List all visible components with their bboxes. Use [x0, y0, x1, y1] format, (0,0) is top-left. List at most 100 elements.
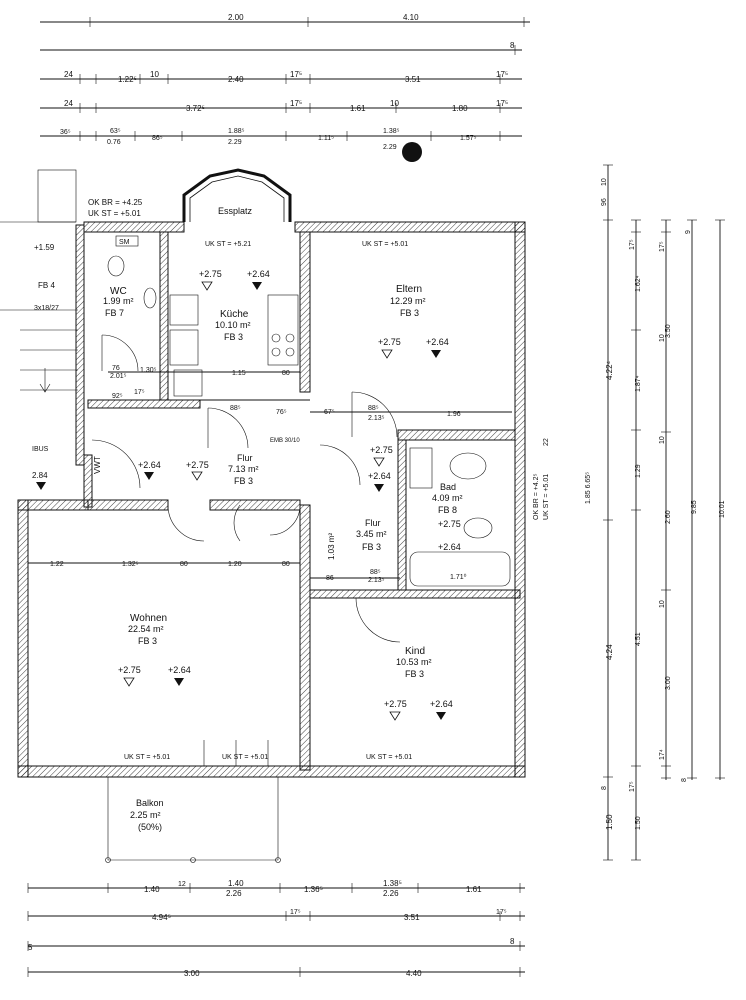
dim-bottom-1c: 1.40: [228, 879, 244, 888]
dim-top-5h: 1.38⁵: [383, 128, 400, 135]
floor-marker-icon: [431, 350, 441, 358]
dim-top-1a: 2.00: [228, 13, 244, 22]
dim-right-2a: 17⁵: [629, 239, 636, 250]
stairs-label: 3x18/27: [34, 305, 59, 312]
dim-top-5i: 2.29: [383, 144, 397, 151]
wc-okbr: OK BR = +4.25: [88, 198, 143, 207]
room-flur-main: EMB 30/10 Flur 7.13 m² FB 3 +2.64 +2.75 …: [91, 438, 300, 542]
room-wc-name: WC: [110, 286, 127, 297]
eltern-ceiling-level: +2.75: [378, 337, 401, 347]
floor-marker-icon: [144, 472, 154, 480]
ceiling-marker-icon: [381, 349, 393, 359]
ceiling-marker-icon: [373, 457, 385, 467]
room-kueche-area: 10.10 m²: [215, 320, 251, 330]
dim-right-2d: 1.29: [635, 464, 642, 478]
dim-wc-1: 76: [112, 365, 120, 372]
level-marker-icon: [36, 482, 46, 490]
dimension-bottom: 1.40 12 1.40 2.26 1.36⁵ 1.38⁵ 2.26 1.61 …: [27, 879, 525, 978]
dim-top-5j: 1.57⁵: [460, 135, 477, 142]
dim-right-3c: 3.50: [665, 324, 672, 338]
staircase: +1.59 FB 4 3x18/27 IBUS 2.84: [0, 169, 85, 490]
dim-right-2g: 1.50: [635, 816, 642, 830]
dim-bottom-2a: 4.94⁵: [152, 913, 171, 922]
dim-top-3f: 3.51: [405, 75, 421, 84]
dim-top-5g: 1.11⁵: [318, 135, 334, 142]
room-wc-area: 1.99 m²: [103, 296, 134, 306]
dim-hall-6: 88⁵: [368, 405, 379, 412]
dim-top-5b: 63⁵: [110, 128, 121, 135]
floor-marker-icon: [374, 484, 384, 492]
dim-right-1d: 4.24: [605, 644, 614, 660]
dim-hall-8: 1.96: [447, 411, 461, 418]
dim-bottom-4b: 4.40: [406, 969, 422, 978]
dim-top-5a: 36⁵: [60, 129, 71, 136]
dim-right-4a: 9: [685, 230, 692, 234]
dim-hall-4: 76⁵: [276, 409, 287, 416]
dim-right-3h: 17⁴: [659, 749, 666, 760]
room-flur2-fb: FB 3: [362, 542, 381, 552]
dim-top-4a: 24: [64, 99, 73, 108]
sm-label: SM: [119, 239, 130, 246]
room-eltern-name: Eltern: [396, 284, 422, 295]
dim-living-1: 1.22: [50, 561, 64, 568]
room-eltern: UK ST = +5.01 Eltern 12.29 m² FB 3 +2.75…: [351, 241, 449, 438]
dim-top-4b: 3.72⁵: [186, 104, 205, 113]
dim-bad-tub: 1.71⁰: [450, 573, 467, 581]
marker-dot: [402, 142, 422, 162]
dim-bottom-2c: 3.51: [404, 913, 420, 922]
toilet-icon: [107, 255, 125, 277]
dim-right-1a: 10: [601, 178, 608, 186]
flur2-ceiling-level: +2.75: [370, 445, 393, 455]
bad-ukst: UK ST = +5.01: [543, 474, 550, 520]
room-wc: OK BR = +4.25 UK ST = +5.01 SM WC 1.99 m…: [88, 198, 157, 380]
wohnen-floor-level: +2.64: [168, 665, 191, 675]
dim-top-3g: 17⁵: [496, 70, 508, 79]
dim-right-2c: 1.87⁴: [635, 375, 642, 392]
room-bad-fb: FB 8: [438, 505, 457, 515]
bad-okbr: OK BR = +4.2⁵: [533, 473, 540, 520]
dim-top-4e: 10: [390, 99, 399, 108]
dim-wc-3: 1.30⁵: [140, 367, 157, 374]
dim-top-3d: 2.40: [228, 75, 244, 84]
room-flur-fb: FB 3: [234, 476, 253, 486]
room-wohnen: 1.22 1.32⁵ 80 1.20 80 Wohnen 22.54 m² FB…: [28, 561, 300, 766]
dim-top-4c: 17⁵: [290, 99, 302, 108]
wohnen-ukst-1: UK ST = +5.01: [124, 754, 170, 761]
dim-living-4: 1.20: [228, 561, 242, 568]
bad-floor-level: +2.64: [438, 542, 461, 552]
floor-marker-icon: [436, 712, 446, 720]
fb4-label: FB 4: [38, 281, 55, 290]
room-wohnen-name: Wohnen: [130, 613, 167, 624]
dimension-right: 10 96 4.22⁴ 4.24 8 1.50 17⁵ 1.62⁴ 1.87⁴ …: [585, 164, 726, 861]
kind-floor-level: +2.64: [430, 699, 453, 709]
vwt-label: VWT: [93, 456, 102, 474]
dim-right-2e: 4.51: [635, 632, 642, 646]
room-kind: Kind 10.53 m² FB 3 +2.75 +2.64 UK ST = +…: [366, 646, 453, 761]
room-kind-fb: FB 3: [405, 669, 424, 679]
dim-right-1f: 1.50: [605, 814, 614, 830]
bad-ceiling-level: +2.75: [438, 519, 461, 529]
room-bad-area: 4.09 m²: [432, 493, 463, 503]
dim-bottom-1b: 12: [178, 881, 186, 888]
flur2-vertical-dim: 1.03 m²: [327, 533, 336, 560]
dim-top-3b: 1.22⁵: [118, 75, 137, 84]
flur2-floor-level: +2.64: [368, 471, 391, 481]
dim-bottom-3b: 8: [510, 937, 515, 946]
kind-ukst: UK ST = +5.01: [366, 754, 412, 761]
dim-flur2-2: 88⁵: [370, 569, 381, 576]
room-balkon-area: 2.25 m²: [130, 810, 161, 820]
room-flur2-name: Flur: [365, 518, 381, 528]
kueche-ceiling-level: +2.75: [199, 269, 222, 279]
dim-top-5f: 2.29: [228, 139, 242, 146]
dim-right-3g: 3.00: [665, 676, 672, 690]
dim-hall-3: 88⁵: [230, 405, 241, 412]
dim-bottom-2b: 17⁵: [290, 909, 301, 916]
floor-marker-icon: [252, 282, 262, 290]
room-eltern-area: 12.29 m²: [390, 296, 426, 306]
dim-bottom-1a: 1.40: [144, 885, 160, 894]
toilet-icon: [463, 517, 493, 539]
dim-flur2-3: 2.13⁵: [368, 577, 385, 584]
dim-hall-5: 67⁵: [324, 409, 335, 416]
room-flur-name: Flur: [237, 453, 253, 463]
dim-bottom-1d: 2.26: [226, 889, 242, 898]
